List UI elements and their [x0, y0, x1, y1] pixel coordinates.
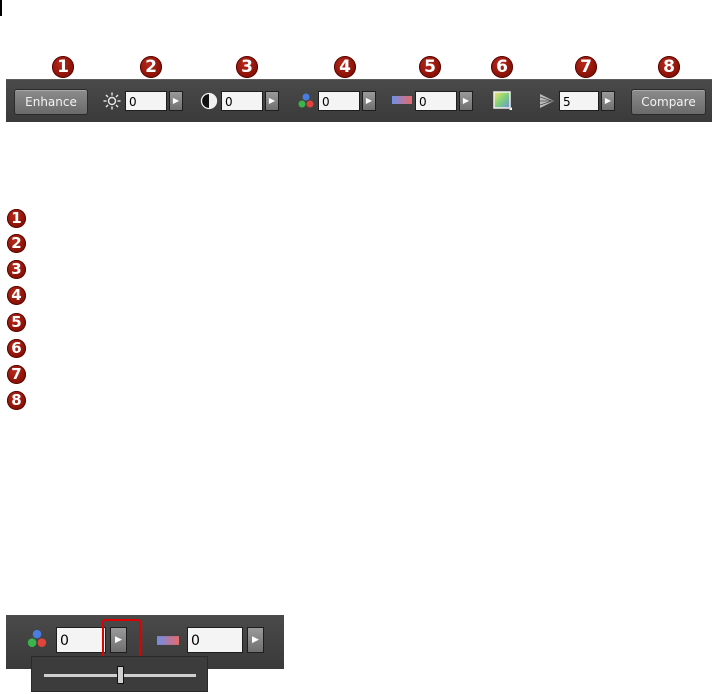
marker-8: 8	[658, 56, 680, 78]
color-correction-icon[interactable]	[493, 91, 513, 111]
compare-button[interactable]: Compare	[631, 89, 706, 115]
temperature-slider-button[interactable]: ▶	[247, 627, 264, 653]
brightness-slider-button[interactable]: ▶	[169, 91, 183, 111]
marker-3: 3	[236, 56, 258, 78]
legend-marker-4: 4	[7, 286, 26, 305]
enhance-button[interactable]: Enhance	[14, 89, 88, 115]
contrast-icon	[200, 92, 218, 110]
legend-marker-5: 5	[7, 313, 26, 332]
photo-enhance-toolbar: Enhance 0 ▶ 0 ▶ 0 ▶ 0 ▶	[6, 79, 712, 122]
brightness-icon	[103, 92, 121, 110]
contrast-field[interactable]: 0	[221, 91, 263, 111]
temperature-field[interactable]: 0	[187, 627, 243, 653]
temperature-field[interactable]: 0	[415, 91, 457, 111]
legend-marker-3: 3	[7, 260, 26, 279]
color-temperature-icon	[392, 96, 412, 104]
blur-sharpen-field[interactable]: 5	[559, 91, 599, 111]
saturation-slider-button[interactable]: ▶	[110, 627, 127, 653]
saturation-slider-popup	[31, 656, 208, 692]
marker-7: 7	[575, 56, 597, 78]
legend-marker-1: 1	[7, 209, 26, 228]
legend-marker-7: 7	[7, 365, 26, 384]
marker-1: 1	[52, 56, 74, 78]
color-temperature-icon	[157, 636, 179, 645]
slider-thumb[interactable]	[117, 666, 124, 684]
temperature-slider-button[interactable]: ▶	[459, 91, 473, 111]
blur-sharpen-slider-button[interactable]: ▶	[601, 91, 615, 111]
saturation-field[interactable]: 0	[56, 627, 106, 653]
marker-2: 2	[140, 56, 162, 78]
legend-marker-2: 2	[7, 234, 26, 253]
saturation-icon	[27, 629, 47, 647]
brightness-field[interactable]: 0	[125, 91, 167, 111]
saturation-icon	[298, 93, 314, 108]
legend-marker-8: 8	[7, 391, 26, 410]
marker-6: 6	[491, 56, 513, 78]
saturation-field[interactable]: 0	[318, 91, 360, 111]
marker-5: 5	[419, 56, 441, 78]
contrast-slider-button[interactable]: ▶	[265, 91, 279, 111]
highlight-box	[102, 619, 141, 660]
saturation-slider-button[interactable]: ▶	[362, 91, 376, 111]
edge-line	[0, 0, 2, 16]
legend-marker-6: 6	[7, 339, 26, 358]
blur-sharpen-icon	[539, 94, 554, 108]
marker-4: 4	[334, 56, 356, 78]
